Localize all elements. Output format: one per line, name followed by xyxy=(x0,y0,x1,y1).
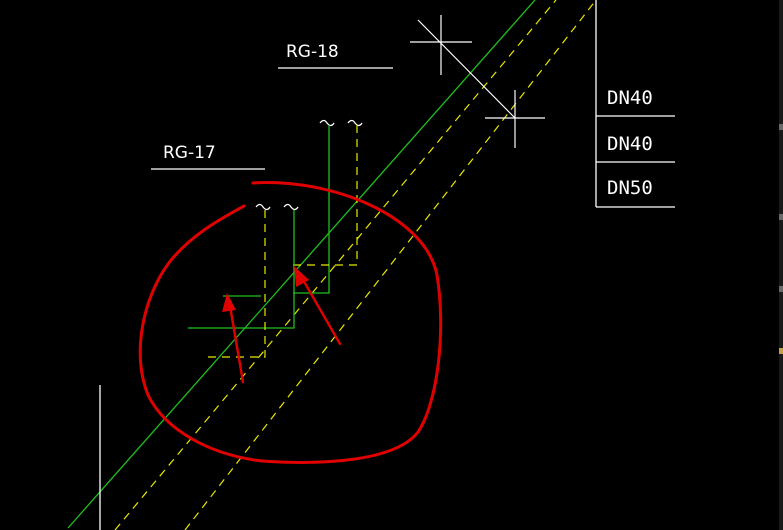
main-pipes xyxy=(67,0,597,530)
branch-rg17-yellow[interactable] xyxy=(203,210,266,358)
right-edge-strip xyxy=(779,0,783,530)
label-rg17-group: RG-17 xyxy=(151,143,265,170)
size-table: DN40 DN40 DN50 xyxy=(595,0,675,208)
red-arrow-left xyxy=(222,293,245,384)
red-markup-circle xyxy=(138,181,443,464)
edge-mark-3 xyxy=(779,286,783,292)
main-pipe-green[interactable] xyxy=(67,0,536,529)
riser-rg17-branches xyxy=(188,203,299,358)
label-rg18[interactable]: RG-18 xyxy=(286,42,339,62)
label-rg17[interactable]: RG-17 xyxy=(163,143,216,163)
size-table-row-3[interactable]: DN50 xyxy=(607,177,653,199)
size-table-row-2[interactable]: DN40 xyxy=(607,133,653,155)
tap-symbol-rg17-yellow xyxy=(255,203,271,211)
tap-symbol-rg18-green xyxy=(319,119,335,127)
red-arrow-right xyxy=(294,266,342,346)
edge-mark-4 xyxy=(779,348,783,354)
edge-mark-1 xyxy=(779,124,783,130)
size-table-row-1[interactable]: DN40 xyxy=(607,87,653,109)
label-rg18-group: RG-18 xyxy=(278,42,393,69)
riser-rg18-branches xyxy=(291,119,363,294)
branch-rg18-yellow[interactable] xyxy=(291,125,358,266)
branch-rg17-green[interactable] xyxy=(188,210,295,329)
main-pipe-yellow-dashed-1[interactable] xyxy=(114,0,557,530)
branch-rg18-green[interactable] xyxy=(293,125,330,294)
crosshair-top xyxy=(410,15,545,148)
tap-symbol-rg17-green xyxy=(283,203,299,211)
tap-symbol-rg18-yellow xyxy=(347,119,363,127)
edge-mark-2 xyxy=(779,214,783,220)
